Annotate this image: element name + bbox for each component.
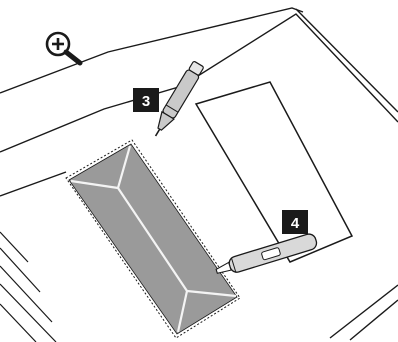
- roof-side-edge: [330, 285, 398, 338]
- roof-lower-edge: [0, 14, 398, 152]
- callout-step-4: 4: [282, 210, 308, 234]
- callout-step-3: 3: [133, 88, 159, 112]
- roof-base-edge: [0, 172, 66, 196]
- roof-ridge-edge: [296, 9, 398, 112]
- callout-step-4-label: 4: [291, 215, 300, 232]
- window-opening-outline: [196, 82, 352, 262]
- roof-side-edge-inner: [350, 300, 398, 340]
- zoom-in-magnifier-icon: [47, 33, 80, 63]
- callout-step-3-label: 3: [142, 93, 150, 110]
- shingle-tile: [66, 140, 240, 338]
- eave-hatching: [0, 232, 56, 342]
- roof-upper-edge: [0, 8, 303, 93]
